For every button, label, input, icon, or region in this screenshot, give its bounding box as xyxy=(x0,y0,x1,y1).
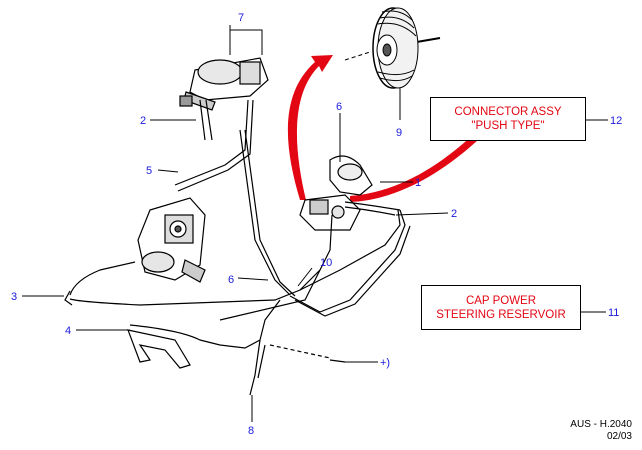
hose-lines xyxy=(64,99,411,396)
reference-block: AUS - H.2040 02/03 xyxy=(570,419,632,443)
callout-plus: +) xyxy=(380,357,390,369)
callout-6b: 6 xyxy=(228,274,234,286)
reference-date: 02/03 xyxy=(606,431,632,442)
callout-1: 1 xyxy=(415,177,421,189)
reservoir-assembly xyxy=(299,155,373,231)
pulley-assembly xyxy=(344,7,441,89)
callout-9: 9 xyxy=(396,127,402,139)
callout-3: 3 xyxy=(11,291,17,303)
cap-box-line1: CAP POWER xyxy=(465,294,537,307)
callout-10: 10 xyxy=(320,257,332,269)
callout-numbers: 7 2 5 3 4 6 6 1 2 10 9 8 +) 12 11 xyxy=(11,12,622,437)
callout-7: 7 xyxy=(238,12,244,24)
leader-lines xyxy=(22,25,608,422)
reference-code: AUS - H.2040 xyxy=(570,419,632,430)
callout-6a: 6 xyxy=(336,101,342,113)
callout-2a: 2 xyxy=(140,115,146,127)
callout-8: 8 xyxy=(248,425,254,437)
steering-gear xyxy=(179,57,269,141)
callout-5: 5 xyxy=(146,165,152,177)
pump-assembly xyxy=(137,197,206,283)
red-direction-arrow xyxy=(287,55,333,200)
connector-assy-box: CONNECTOR ASSY "PUSH TYPE" xyxy=(430,97,586,141)
callout-2b: 2 xyxy=(451,208,457,220)
connector-box-line1: CONNECTOR ASSY xyxy=(454,106,562,118)
connector-box-line2: "PUSH TYPE" xyxy=(471,120,545,132)
cap-power-steering-box: CAP POWER STEERING RESERVOIR xyxy=(421,285,581,330)
cap-box-line2: STEERING RESERVOIR xyxy=(436,308,566,321)
connector-leader xyxy=(350,134,478,202)
callout-11: 11 xyxy=(608,307,619,319)
callout-12: 12 xyxy=(610,115,622,127)
callout-4: 4 xyxy=(65,325,71,337)
mounting-bracket xyxy=(127,329,191,369)
